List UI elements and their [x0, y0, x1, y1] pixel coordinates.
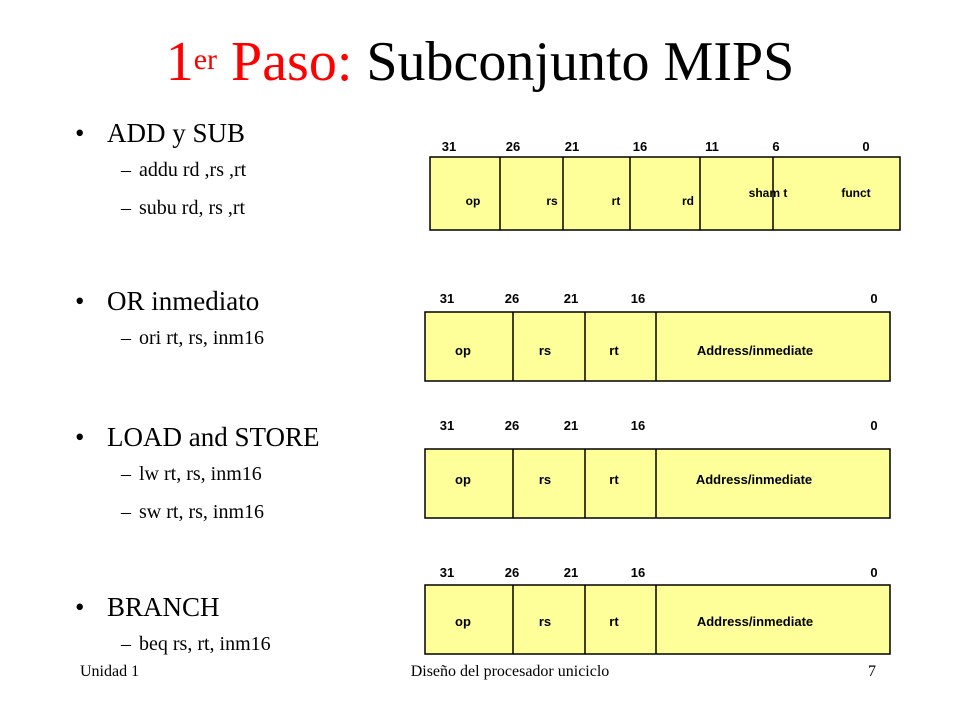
- bit-position-label: 11: [705, 139, 719, 154]
- format-box: [424, 448, 891, 519]
- bit-position-label: 0: [870, 291, 877, 306]
- field-label: sham t: [749, 186, 788, 200]
- bit-position-label: 16: [631, 418, 645, 433]
- sub-bullet: lw rt, rs, inm16: [121, 455, 320, 493]
- bit-position-label: 16: [631, 291, 645, 306]
- bullet-heading: BRANCH: [75, 589, 271, 625]
- field-label: rs: [539, 614, 551, 629]
- title-topic: Subconjunto MIPS: [366, 31, 795, 93]
- sub-bullet: addu rd ,rs ,rt: [121, 151, 246, 189]
- field-label: rd: [682, 194, 694, 208]
- format-box: [424, 311, 891, 382]
- bit-position-label: 0: [862, 139, 869, 154]
- sub-bullet: beq rs, rt, inm16: [121, 625, 271, 663]
- bit-position-label: 31: [440, 418, 454, 433]
- bit-position-label: 26: [505, 291, 519, 306]
- bit-position-label: 0: [870, 565, 877, 580]
- bullet-group-or: OR inmediato ori rt, rs, inm16: [75, 283, 264, 357]
- instruction-format-2: 31 26 21 16 0 op rs rt Address/inmediate: [424, 291, 891, 382]
- title-step-word: Paso:: [231, 31, 353, 93]
- bit-position-label: 26: [506, 139, 520, 154]
- field-label: rs: [539, 472, 551, 487]
- field-label: rt: [609, 343, 619, 358]
- field-label: Address/inmediate: [696, 472, 812, 487]
- sub-bullet: ori rt, rs, inm16: [121, 319, 264, 357]
- field-label: funct: [841, 186, 870, 200]
- bit-position-label: 21: [565, 139, 579, 154]
- field-label: Address/inmediate: [697, 614, 813, 629]
- footer-unit: Unidad 1: [80, 663, 140, 680]
- instruction-format-3: 31 26 21 16 0 op rs rt Address/inmediate: [424, 418, 891, 519]
- bullet-heading: ADD y SUB: [75, 115, 246, 151]
- field-label: rs: [546, 194, 558, 208]
- title-step-number: 1er Paso:: [165, 31, 353, 93]
- bit-position-label: 21: [564, 418, 578, 433]
- instruction-format-1: 31 26 21 16 11 6 0 op rs rt rd sham t funct: [429, 139, 901, 231]
- bullet-group-branch: BRANCH beq rs, rt, inm16: [75, 589, 271, 663]
- field-label: op: [455, 614, 471, 629]
- format-box: [429, 156, 901, 231]
- bit-position-label: 31: [440, 291, 454, 306]
- field-label: rt: [612, 194, 621, 208]
- field-label: op: [455, 343, 471, 358]
- field-label: rt: [609, 614, 619, 629]
- format-box: [424, 584, 891, 655]
- bit-position-label: 0: [870, 418, 877, 433]
- footer-course-title: Diseño del procesador uniciclo: [410, 663, 610, 680]
- title-superscript: er: [193, 43, 218, 76]
- sub-bullet: subu rd, rs ,rt: [121, 189, 246, 227]
- bit-position-label: 6: [772, 139, 779, 154]
- page-number: 7: [868, 663, 876, 680]
- bit-position-label: 31: [442, 139, 456, 154]
- instruction-format-4: 31 26 21 16 0 op rs rt Address/inmediate: [424, 565, 891, 655]
- bit-position-label: 16: [633, 139, 647, 154]
- bullet-group-add-sub: ADD y SUB addu rd ,rs ,rt subu rd, rs ,r…: [75, 115, 246, 227]
- sub-bullet: sw rt, rs, inm16: [121, 493, 320, 531]
- slide-title: 1er Paso: Subconjunto MIPS: [0, 26, 960, 98]
- bullet-group-load-store: LOAD and STORE lw rt, rs, inm16 sw rt, r…: [75, 419, 320, 531]
- bit-position-label: 16: [631, 565, 645, 580]
- bit-position-label: 26: [505, 418, 519, 433]
- field-label: rt: [609, 472, 619, 487]
- bit-position-label: 31: [440, 565, 454, 580]
- field-label: op: [466, 194, 481, 208]
- field-label: op: [455, 472, 471, 487]
- bullet-heading: LOAD and STORE: [75, 419, 320, 455]
- field-label: rs: [539, 343, 551, 358]
- bit-position-label: 21: [564, 291, 578, 306]
- bullet-heading: OR inmediato: [75, 283, 264, 319]
- field-label: Address/inmediate: [697, 343, 813, 358]
- bit-position-label: 26: [505, 565, 519, 580]
- bit-position-label: 21: [564, 565, 578, 580]
